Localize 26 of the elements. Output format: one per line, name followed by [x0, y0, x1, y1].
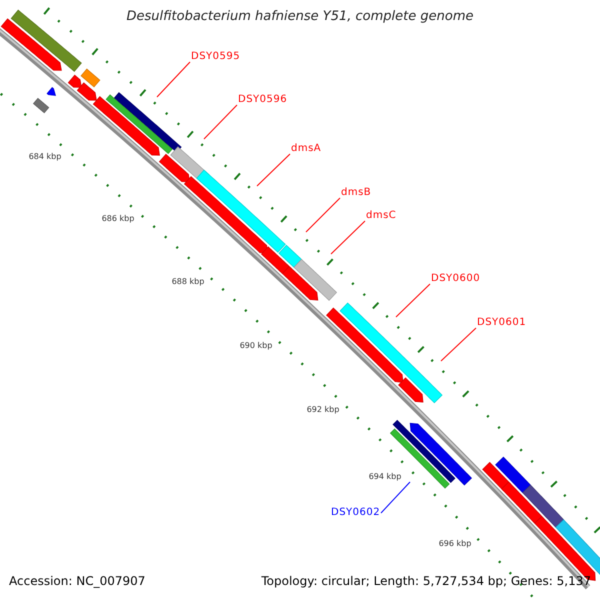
gene-label: DSY0602: [331, 507, 380, 519]
gene-label: DSY0600: [431, 273, 480, 285]
leader-line: [204, 104, 238, 140]
scale-label: 696 kbp: [438, 539, 472, 549]
scale-label: 686 kbp: [102, 214, 134, 224]
leader-line: [396, 284, 430, 318]
accession-text: Accession: NC_007907: [9, 574, 146, 589]
scale-label: 692 kbp: [306, 405, 340, 415]
map-title: Desulfitobacterium hafniense Y51, complete genome: [125, 9, 474, 24]
leader-line: [380, 482, 410, 514]
scale-label: 694 kbp: [368, 472, 402, 482]
leader-line: [440, 328, 476, 362]
gene-label: dmsB: [341, 187, 372, 199]
leader-line: [306, 198, 340, 232]
gene-label: DSY0596: [238, 94, 288, 106]
leader-line: [330, 220, 366, 254]
gene-label: dmsC: [366, 210, 396, 222]
gene-label: DSY0595: [191, 51, 240, 63]
leader-line: [256, 154, 290, 186]
gene-label: DSY0601: [477, 317, 526, 329]
genome-info-text: Topology: circular; Length: 5,727,534 bp; Genes: 5,137: [261, 574, 591, 589]
gene-label: dmsA: [291, 143, 322, 155]
scale-label: 690 kbp: [240, 341, 272, 351]
scale-label: 684 kbp: [28, 152, 62, 162]
scale-label: 688 kbp: [172, 277, 204, 287]
leader-line: [156, 62, 190, 98]
